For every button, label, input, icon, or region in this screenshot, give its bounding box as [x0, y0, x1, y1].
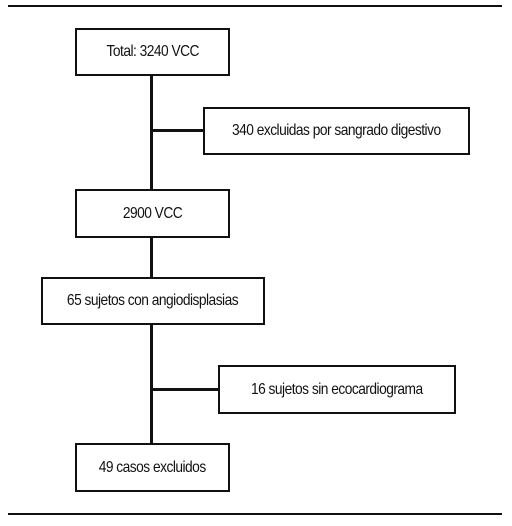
remaining-label: 2900 VCC — [122, 204, 183, 222]
no-echo-box: 16 sujetos sin ecocardiograma — [218, 365, 456, 414]
total-box: Total: 3240 VCC — [75, 28, 230, 76]
excluded-bleeding-box: 340 excluidas por sangrado digestivo — [203, 107, 470, 155]
connector-branch-no-echo — [150, 388, 220, 391]
excluded-bleeding-label: 340 excluidas por sangrado digestivo — [232, 122, 441, 139]
angiodysplasia-label: 65 sujetos con angiodisplasias — [67, 292, 239, 309]
angiodysplasia-box: 65 sujetos con angiodisplasias — [41, 277, 265, 325]
remaining-box: 2900 VCC — [75, 189, 230, 238]
bottom-rule — [8, 513, 502, 515]
cases-excluded-label: 49 casos excluidos — [99, 458, 206, 476]
connector-2900-to-65 — [150, 237, 153, 277]
top-rule — [8, 5, 502, 7]
total-label: Total: 3240 VCC — [106, 43, 199, 60]
connector-branch-excluded — [150, 129, 205, 132]
cases-excluded-box: 49 casos excluidos — [75, 443, 230, 492]
connector-65-to-49 — [150, 324, 153, 443]
no-echo-label: 16 sujetos sin ecocardiograma — [251, 380, 423, 398]
